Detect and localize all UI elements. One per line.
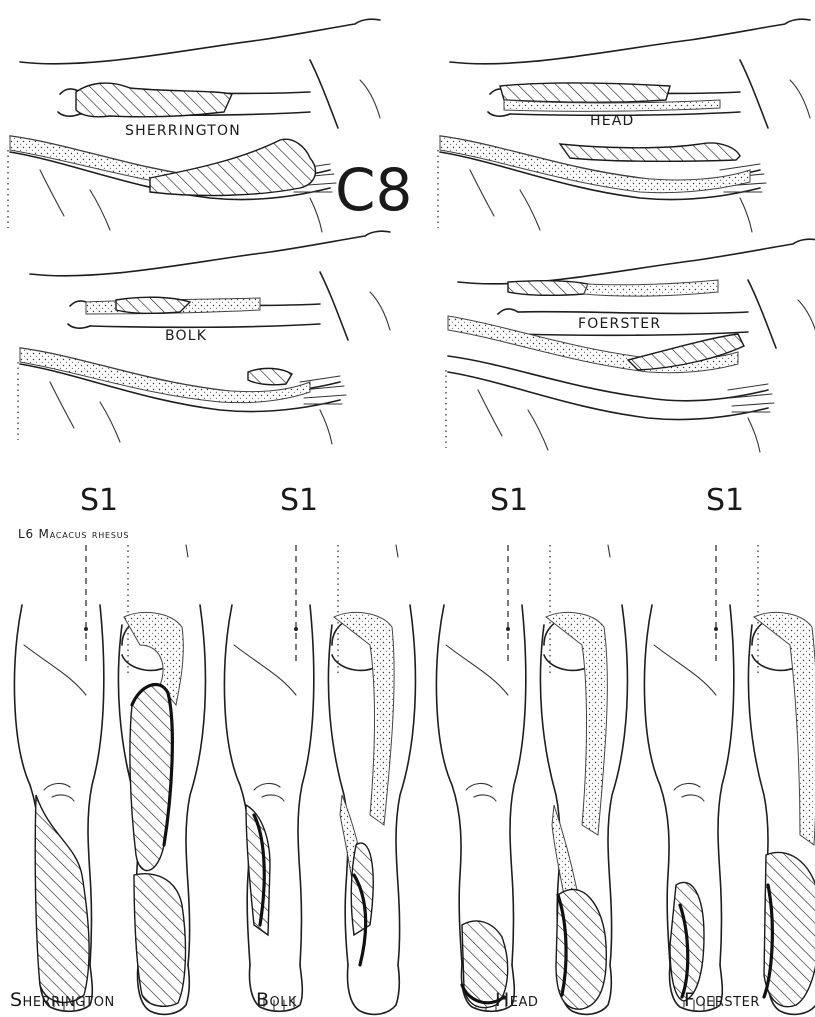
panel-head-leg: S1 Head (436, 483, 627, 1014)
panel-foerster-leg: S1 Foerster (644, 483, 815, 1014)
root-label-s1: S1 (490, 483, 528, 518)
root-label-s1: S1 (280, 483, 318, 518)
panel-bolk-arm: BOLK (18, 231, 390, 444)
root-label-c8: C8 (335, 156, 412, 224)
panel-label: BOLK (165, 328, 207, 344)
panel-sherrington-leg: S1 L6 Macacus rhesus Sherrington (10, 483, 205, 1014)
panel-sherrington-arm: SHERRINGTON (8, 19, 380, 232)
panel-caption: Foerster (684, 989, 760, 1011)
root-label-s1: S1 (80, 483, 118, 518)
panel-bolk-leg: S1 Bolk (224, 483, 415, 1014)
panel-head-arm: HEAD (438, 19, 810, 232)
panel-caption: Sherrington (10, 989, 115, 1011)
panel-caption: Head (495, 989, 538, 1011)
panel-foerster-arm: FOERSTER (446, 239, 815, 452)
panel-caption: Bolk (256, 989, 297, 1011)
panel-label: SHERRINGTON (125, 123, 241, 139)
species-note: L6 Macacus rhesus (18, 527, 129, 541)
root-label-s1: S1 (706, 483, 744, 518)
panel-label: HEAD (590, 113, 635, 129)
panel-label: FOERSTER (578, 316, 661, 332)
